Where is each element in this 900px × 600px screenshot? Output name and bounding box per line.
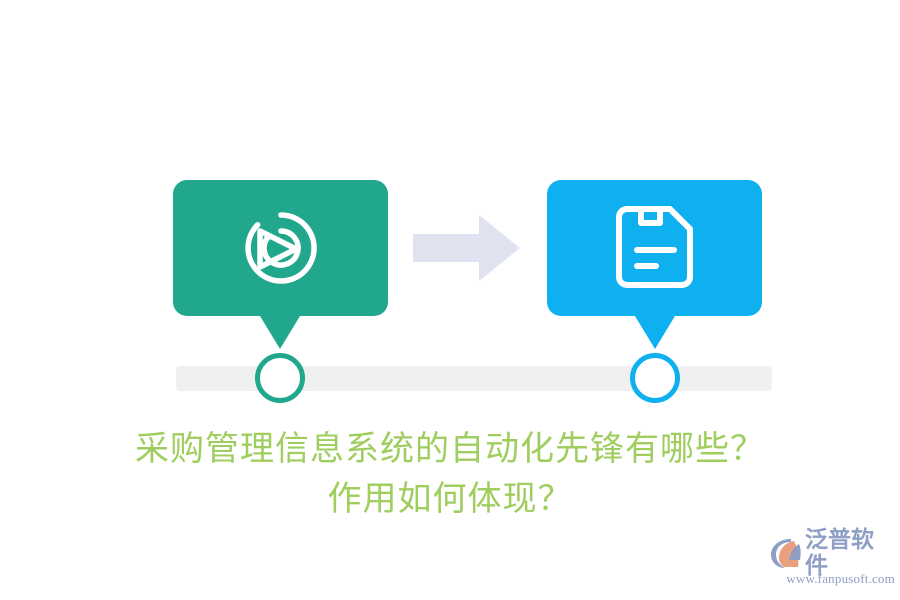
- watermark-url: www.fanpusoft.com: [786, 571, 895, 586]
- broadcast-signal-icon: [173, 180, 388, 316]
- document-save-icon: [547, 180, 762, 316]
- timeline-node-2[interactable]: [630, 353, 680, 403]
- card-document-pointer: [635, 316, 675, 349]
- card-broadcast-pointer: [260, 316, 300, 349]
- fanpu-logo-icon: [770, 538, 803, 569]
- page-title: 采购管理信息系统的自动化先锋有哪些？ 作用如何体现？: [135, 429, 765, 519]
- card-document[interactable]: [547, 180, 762, 316]
- timeline-node-1[interactable]: [255, 353, 305, 403]
- watermark-logo: 泛普软件 www.fanpusoft.com: [770, 527, 895, 588]
- right-arrow-icon: [413, 215, 520, 281]
- card-broadcast[interactable]: [173, 180, 388, 316]
- watermark-brand-name: 泛普软件: [805, 527, 874, 579]
